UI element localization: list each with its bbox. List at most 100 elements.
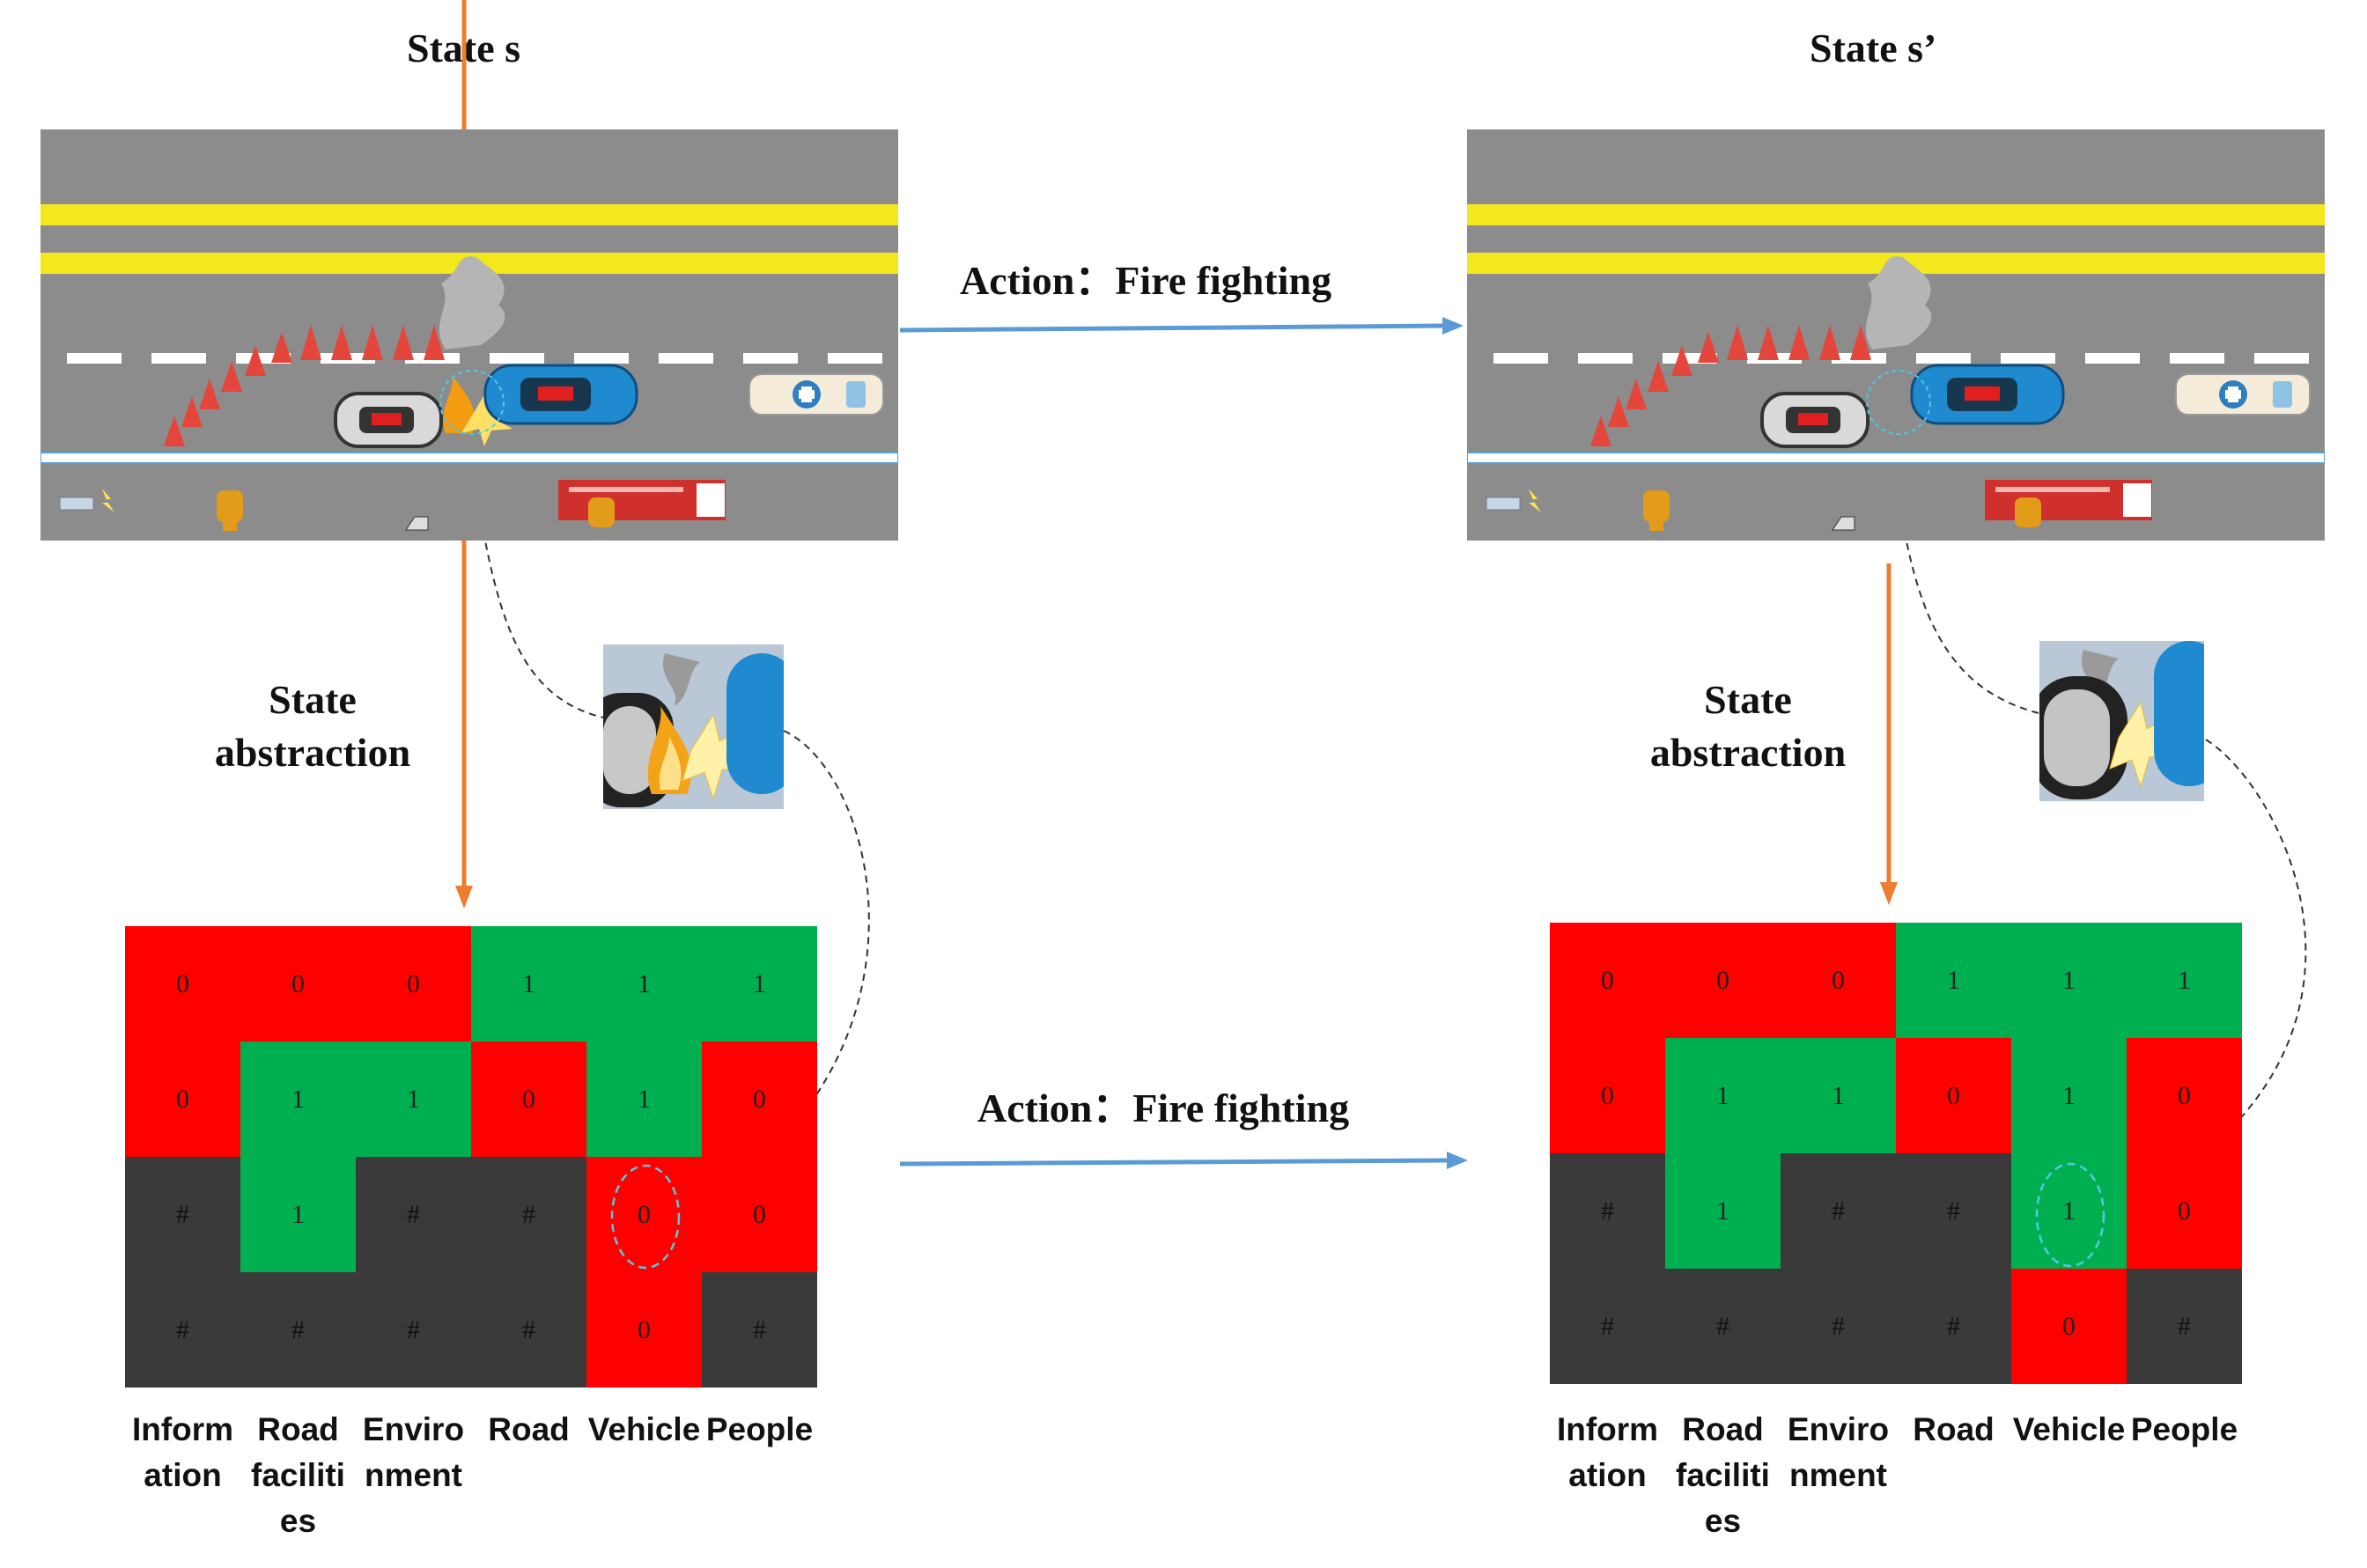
column-labels-left: Inform ation Road faciliti es Enviro nment Road… <box>125 1407 817 1544</box>
column-label-line: Road <box>257 1411 339 1447</box>
hydrant-icon <box>405 516 429 531</box>
abstraction-label-line: State <box>1704 677 1792 722</box>
column-label-line: ation <box>144 1457 222 1493</box>
grid-cell: 0 <box>240 926 356 1042</box>
column-label: Vehicle <box>2011 1407 2127 1544</box>
column-label-line: nment <box>1789 1457 1887 1493</box>
state-s-prime-title: State s’ <box>1810 26 1937 70</box>
grid-cell-value: # <box>753 1314 766 1344</box>
grid-cell-value: 1 <box>407 1084 420 1114</box>
grid-cell-value: 0 <box>638 1199 651 1229</box>
column-label-line: Road <box>1682 1411 1764 1447</box>
grid-cell-value: 0 <box>1832 965 1845 995</box>
column-label: People <box>702 1407 817 1544</box>
grid-cell-value: 1 <box>638 1084 651 1114</box>
state-abstraction-label-right: State abstraction <box>1629 674 1867 779</box>
grid-cell-value: 0 <box>291 968 305 998</box>
blue-car-icon <box>1910 364 2065 425</box>
column-label-line: Enviro <box>362 1411 465 1447</box>
grid-cell-value: 1 <box>2178 965 2191 995</box>
column-label-line: faciliti <box>251 1457 345 1493</box>
column-label: Road <box>1896 1407 2011 1544</box>
grid-cell: # <box>1550 1153 1665 1269</box>
grid-cell-value: # <box>1716 1311 1729 1341</box>
grid-cell: 1 <box>471 926 586 1042</box>
column-label-line: Vehicle <box>587 1411 701 1447</box>
grid-cell: 1 <box>2127 923 2242 1038</box>
grid-cell: # <box>1781 1153 1896 1269</box>
traffic-cones <box>1590 325 1871 446</box>
grid-cell: 0 <box>2127 1038 2242 1153</box>
yellow-lane-line <box>1467 204 2325 225</box>
grid-cell-value: 0 <box>753 1199 766 1229</box>
column-label-line: Vehicle <box>2012 1411 2126 1447</box>
grid-cell: 1 <box>2011 1153 2127 1269</box>
grid-cell-value: 0 <box>2178 1196 2191 1226</box>
column-label-line: Inform <box>1556 1411 1659 1447</box>
grid-cell-value: 1 <box>1716 1196 1729 1226</box>
column-label-line: Inform <box>131 1411 234 1447</box>
grid-cell: # <box>1665 1269 1781 1384</box>
abstraction-label-line: abstraction <box>1649 730 1847 775</box>
grid-cell-value: 1 <box>1716 1080 1729 1110</box>
grid-cell-value: 1 <box>291 1199 305 1229</box>
blue-car-icon <box>2154 641 2204 786</box>
zoom-inset-left <box>603 644 784 809</box>
grid-cell: 0 <box>356 926 471 1042</box>
road-edge-line <box>41 452 898 464</box>
blue-car-icon <box>726 653 784 794</box>
zoom-inset-right <box>2039 641 2204 801</box>
column-label-line: nment <box>365 1457 462 1493</box>
grid-cell-value: 0 <box>2062 1311 2076 1341</box>
grid-cell: 1 <box>2011 1038 2127 1153</box>
grid-cell: # <box>1896 1269 2011 1384</box>
column-label-line: Road <box>488 1411 570 1447</box>
grid-cell: 0 <box>1896 1038 2011 1153</box>
grid-cell: # <box>1896 1153 2011 1269</box>
grid-cell: # <box>1550 1269 1665 1384</box>
grid-cell: 0 <box>1550 923 1665 1038</box>
grid-cell: 1 <box>2011 923 2127 1038</box>
grid-cell-value: # <box>1832 1196 1845 1226</box>
column-label: Road <box>471 1407 586 1544</box>
column-label-line: People <box>2130 1411 2238 1447</box>
grid-cell-value: 1 <box>638 968 651 998</box>
grid-cell-value: 1 <box>522 968 535 998</box>
grid-cell: 0 <box>2011 1269 2127 1384</box>
grid-cell-value: 1 <box>291 1084 305 1114</box>
grid-cell: 0 <box>2127 1153 2242 1269</box>
grid-cell: 0 <box>1665 923 1781 1038</box>
grid-cell-value: # <box>176 1314 189 1344</box>
highlight-circle <box>1866 370 1931 435</box>
grid-cell: # <box>2127 1269 2242 1384</box>
grid-cell: # <box>471 1272 586 1388</box>
road-scene-left <box>41 129 898 541</box>
grid-cell: 1 <box>702 926 817 1042</box>
grid-cell-value: # <box>522 1314 535 1344</box>
grid-cell: # <box>125 1272 240 1388</box>
grid-cell-value: 0 <box>1947 1080 1960 1110</box>
action-label-top: Action：Fire fighting <box>960 258 1332 303</box>
column-label-line: faciliti <box>1676 1457 1770 1493</box>
smoke-icon <box>2081 650 2119 703</box>
column-label: Enviro nment <box>356 1407 471 1544</box>
yellow-lane-line <box>41 204 898 225</box>
traffic-barrel-icon <box>1643 490 1670 522</box>
grid-cell-value: 1 <box>2062 965 2076 995</box>
grid-cell-value: # <box>1832 1311 1845 1341</box>
fire-icon <box>443 376 475 433</box>
column-label-line: es <box>279 1503 317 1539</box>
grid-cell-value: 0 <box>638 1314 651 1344</box>
grid-cell: 1 <box>1896 923 2011 1038</box>
abstraction-label-line: State <box>269 677 357 722</box>
grid-cell-value: 0 <box>1601 1080 1614 1110</box>
grid-cell: # <box>356 1272 471 1388</box>
abstraction-arrow-right <box>1880 563 1898 905</box>
grid-cell: 1 <box>240 1157 356 1272</box>
smoke-icon <box>439 256 505 350</box>
grid-cell-value: 1 <box>2062 1196 2076 1226</box>
